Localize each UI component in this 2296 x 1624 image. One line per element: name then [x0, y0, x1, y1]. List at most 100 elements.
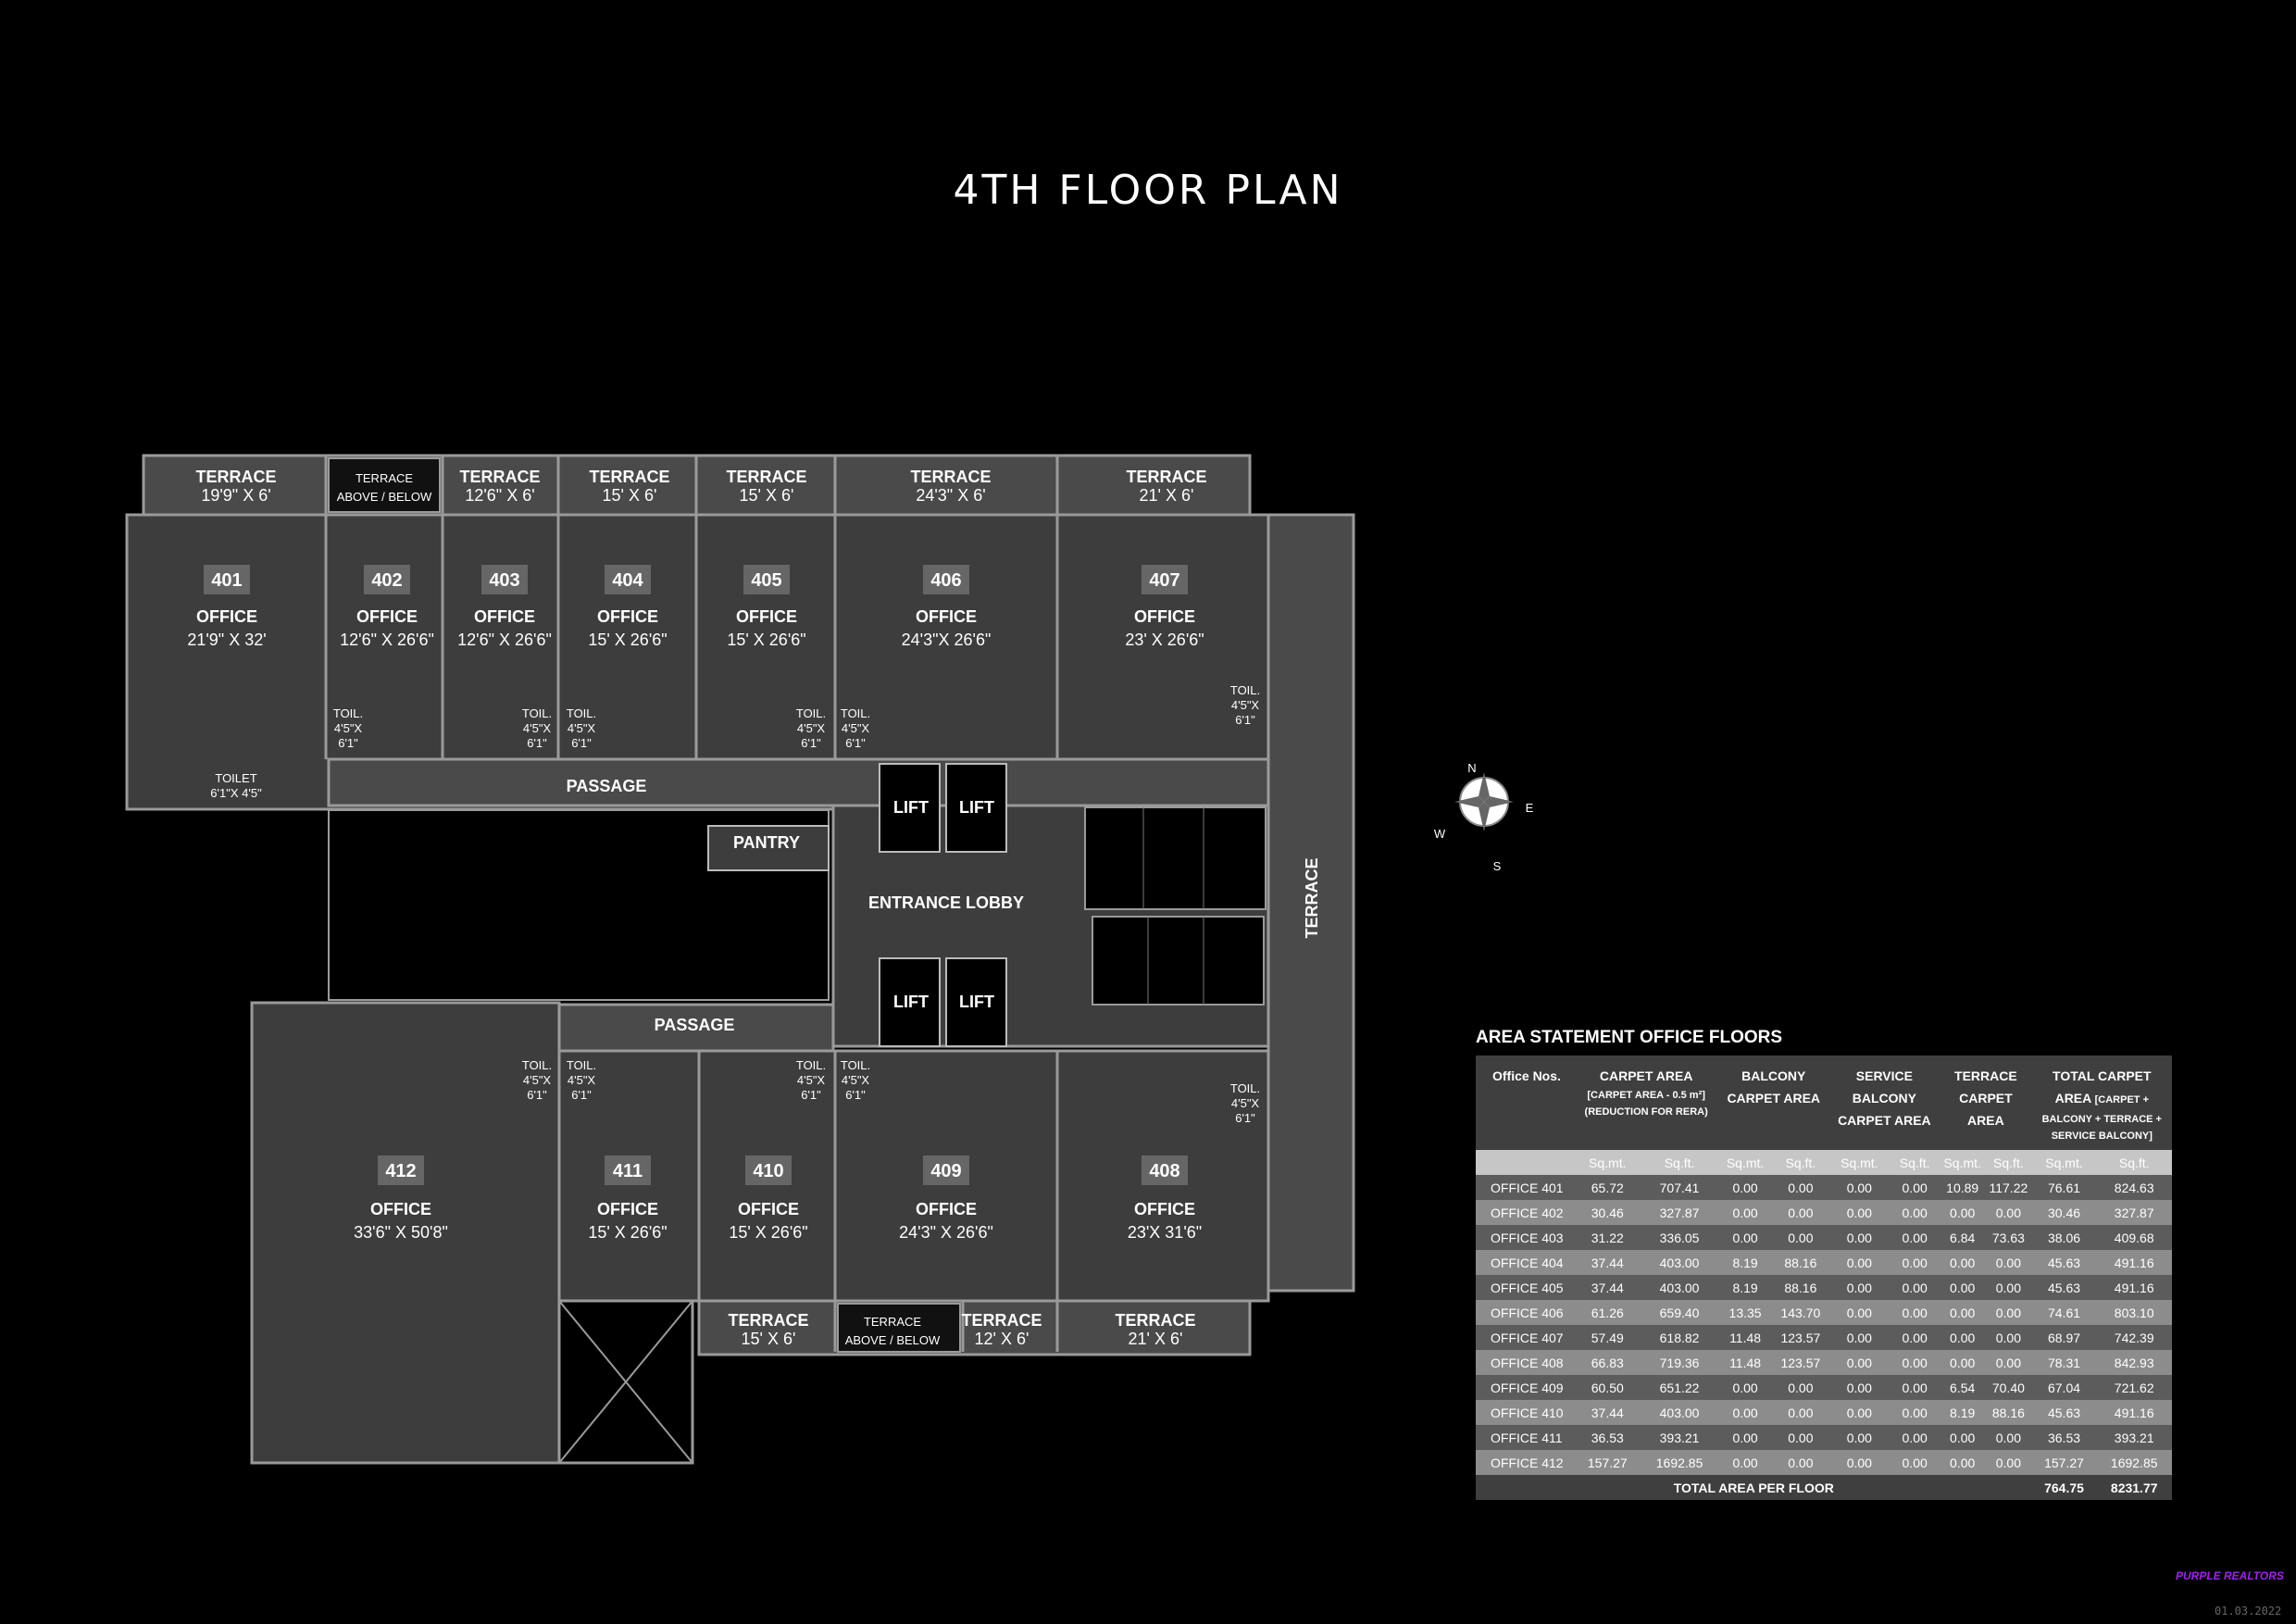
lift-label: LIFT — [959, 798, 994, 817]
office-number-badge — [1142, 565, 1188, 594]
pantry-room — [707, 825, 830, 871]
office-dim: 15' X 26'6" — [729, 1223, 807, 1242]
unit-cell: Sq.mt. — [1717, 1150, 1773, 1175]
terrace-top-label: TERRACE — [726, 468, 806, 486]
value-cell: 60.50 — [1574, 1375, 1641, 1400]
value-cell: 0.00 — [1940, 1275, 1986, 1300]
value-cell: 803.10 — [2096, 1300, 2172, 1325]
value-cell: 6.54 — [1940, 1375, 1986, 1400]
office-number-badge — [204, 565, 250, 594]
office-number-badge — [1142, 1156, 1188, 1185]
toil-dim: 6'1" — [527, 736, 547, 750]
value-cell: 10.89 — [1940, 1175, 1986, 1200]
pantry-label: PANTRY — [733, 833, 800, 852]
office-dim: 24'3" X 26'6" — [899, 1223, 993, 1242]
staircase-2 — [1092, 916, 1265, 1006]
terrace-top-dim: ABOVE / BELOW — [337, 490, 432, 504]
value-cell: 66.83 — [1574, 1350, 1641, 1375]
toil-label: TOIL. — [1230, 683, 1260, 697]
value-cell: 0.00 — [1890, 1225, 1940, 1250]
value-cell: 327.87 — [1641, 1200, 1718, 1225]
toil-dim: 6'1" — [845, 1088, 866, 1102]
value-cell: 0.00 — [1772, 1225, 1829, 1250]
value-cell: 0.00 — [1717, 1425, 1773, 1450]
toil-dim: 6'1" — [1235, 713, 1255, 727]
value-cell: 393.21 — [1641, 1425, 1718, 1450]
page-title: 4TH FLOOR PLAN — [953, 167, 1343, 214]
value-cell: 76.61 — [2031, 1175, 2097, 1200]
value-cell: 0.00 — [1985, 1250, 2032, 1275]
office-number-badge — [605, 1156, 651, 1185]
office-name-cell: OFFICE 408 — [1476, 1350, 1575, 1375]
value-cell: 0.00 — [1772, 1200, 1829, 1225]
office-name-cell: OFFICE 407 — [1476, 1325, 1575, 1350]
office-name-cell: OFFICE 411 — [1476, 1425, 1575, 1450]
value-cell: 11.48 — [1717, 1350, 1773, 1375]
toil-dim: 4'5"X — [1231, 1096, 1260, 1110]
value-cell: 11.48 — [1717, 1325, 1773, 1350]
terrace-top-dim: 15' X 6' — [740, 486, 794, 505]
terrace-top-label: TERRACE — [589, 468, 669, 486]
toil-label: TOIL. — [567, 706, 596, 720]
value-cell: 61.26 — [1574, 1300, 1641, 1325]
toil-dim: 4'5"X — [1231, 698, 1260, 712]
brand-logo: PURPLE REALTORS — [2176, 1569, 2284, 1582]
passage-top-label: PASSAGE — [567, 777, 647, 795]
unit-cell: Sq.mt. — [2031, 1150, 2097, 1175]
value-cell: 123.57 — [1772, 1325, 1829, 1350]
terrace-bottom-label: TERRACE — [728, 1311, 808, 1330]
office-name-cell: OFFICE 410 — [1476, 1400, 1575, 1425]
passage-bottom-label: PASSAGE — [655, 1016, 735, 1034]
toil-label: TOIL. — [522, 706, 552, 720]
unit-cell: Sq.ft. — [2096, 1150, 2172, 1175]
unit-cell: Sq.ft. — [1772, 1150, 1829, 1175]
value-cell: 0.00 — [1828, 1375, 1890, 1400]
office-dim: 15' X 26'6" — [588, 1223, 667, 1242]
terrace-bottom-dim: ABOVE / BELOW — [845, 1333, 941, 1347]
value-cell: 0.00 — [1890, 1400, 1940, 1425]
unit-cell: Sq.mt. — [1574, 1150, 1641, 1175]
terrace-top-label: TERRACE — [195, 468, 276, 486]
office-name-cell: OFFICE 409 — [1476, 1375, 1575, 1400]
value-cell: 491.16 — [2096, 1250, 2172, 1275]
toil-dim: 6'1" — [845, 736, 866, 750]
terrace-top-label: TERRACE — [356, 471, 413, 485]
col-total: TOTAL CARPET AREA [CARPET + BALCONY + TE… — [2031, 1056, 2172, 1150]
value-cell: 88.16 — [1772, 1250, 1829, 1275]
toil-label: TOIL. — [333, 706, 363, 720]
office-number-badge — [923, 1156, 969, 1185]
toil-label: TOIL. — [567, 1058, 596, 1072]
office-dim: 15' X 26'6" — [588, 631, 667, 649]
value-cell: 74.61 — [2031, 1300, 2097, 1325]
value-cell: 0.00 — [1890, 1450, 1940, 1475]
units-row: Sq.mt.Sq.ft.Sq.mt.Sq.ft.Sq.mt.Sq.ft.Sq.m… — [1476, 1150, 2172, 1175]
office-dim: 24'3"X 26'6" — [902, 631, 992, 649]
terrace-top-dim: 21' X 6' — [1140, 486, 1194, 505]
lift-1 — [879, 763, 941, 853]
terrace-top-dim: 12'6" X 6' — [465, 486, 534, 505]
value-cell: 45.63 — [2031, 1400, 2097, 1425]
terrace-above-below-top — [328, 457, 441, 513]
lift-label: LIFT — [893, 798, 929, 817]
office-number: 406 — [930, 570, 961, 591]
area-statement: AREA STATEMENT OFFICE FLOORS Office Nos.… — [1476, 1028, 2172, 1500]
value-cell: 45.63 — [2031, 1275, 2097, 1300]
value-cell: 0.00 — [1890, 1375, 1940, 1400]
office-dim: 21'9" X 32' — [187, 631, 266, 649]
office-number: 411 — [613, 1161, 643, 1181]
value-cell: 0.00 — [1890, 1350, 1940, 1375]
value-cell: 0.00 — [1828, 1175, 1890, 1200]
total-value: 764.75 — [2031, 1475, 2097, 1500]
office-name-cell: OFFICE 402 — [1476, 1200, 1575, 1225]
value-cell: 0.00 — [1890, 1250, 1940, 1275]
unit-cell: Sq.ft. — [1641, 1150, 1718, 1175]
value-cell: 0.00 — [1772, 1375, 1829, 1400]
toilet-label: TOILET — [215, 771, 256, 785]
